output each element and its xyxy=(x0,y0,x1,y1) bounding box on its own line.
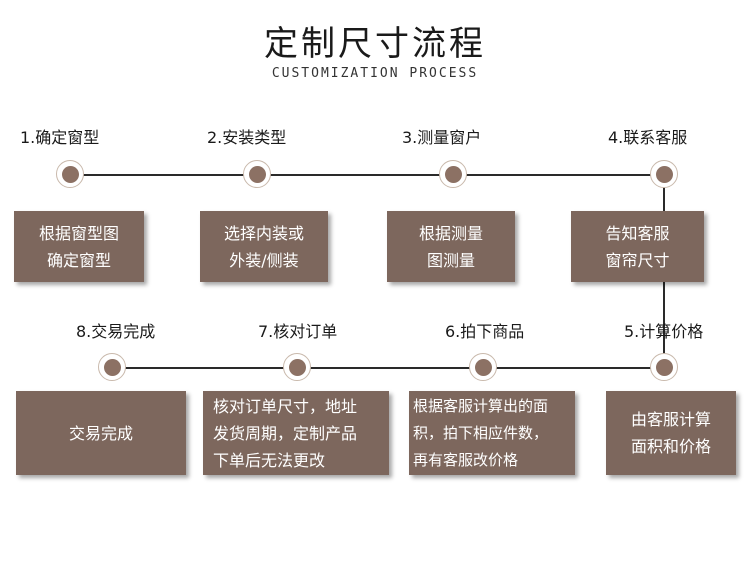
step-6-desc: 根据客服计算出的面 积，拍下相应件数， 再有客服改价格 xyxy=(413,396,549,469)
step-4-node xyxy=(650,160,678,188)
step-6-label: 6.拍下商品 xyxy=(445,322,525,341)
step-1-label: 1.确定窗型 xyxy=(20,128,100,147)
step-7-box: 核对订单尺寸，地址 发货周期，定制产品 下单后无法更改 xyxy=(203,391,389,475)
step-dot xyxy=(248,165,266,183)
step-7-node xyxy=(283,353,311,381)
timeline-bottom xyxy=(112,367,664,369)
step-2-desc: 选择内装或 外装/侧装 xyxy=(223,223,304,270)
step-8-box: 交易完成 xyxy=(16,391,186,475)
step-1-box: 根据窗型图 确定窗型 xyxy=(14,211,144,282)
step-2-label: 2.安装类型 xyxy=(207,128,287,147)
step-5-node xyxy=(650,353,678,381)
step-7-desc: 核对订单尺寸，地址 发货周期，定制产品 下单后无法更改 xyxy=(213,396,358,470)
step-8-label: 8.交易完成 xyxy=(76,322,156,341)
step-8-node xyxy=(98,353,126,381)
step-4-label: 4.联系客服 xyxy=(608,128,688,147)
step-5-label: 5.计算价格 xyxy=(624,322,704,341)
timeline-top xyxy=(70,174,664,176)
step-4-desc: 告知客服 窗帘尺寸 xyxy=(605,223,670,270)
step-dot xyxy=(288,358,306,376)
step-2-box: 选择内装或 外装/侧装 xyxy=(200,211,328,282)
step-dot xyxy=(444,165,462,183)
page-title: 定制尺寸流程 xyxy=(264,24,486,64)
step-3-label: 3.测量窗户 xyxy=(402,128,482,147)
step-5-desc: 由客服计算 面积和价格 xyxy=(630,410,711,456)
step-dot xyxy=(474,358,492,376)
step-5-box: 由客服计算 面积和价格 xyxy=(606,391,736,475)
step-3-desc: 根据测量 图测量 xyxy=(418,223,483,270)
step-dot xyxy=(655,358,673,376)
step-1-node xyxy=(56,160,84,188)
step-2-node xyxy=(243,160,271,188)
step-dot xyxy=(103,358,121,376)
step-6-node xyxy=(469,353,497,381)
step-dot xyxy=(61,165,79,183)
step-8-desc: 交易完成 xyxy=(68,423,133,443)
step-3-node xyxy=(439,160,467,188)
step-4-box: 告知客服 窗帘尺寸 xyxy=(571,211,704,282)
step-6-box: 根据客服计算出的面 积，拍下相应件数， 再有客服改价格 xyxy=(409,391,575,475)
page-subtitle: CUSTOMIZATION PROCESS xyxy=(271,66,479,81)
step-3-box: 根据测量 图测量 xyxy=(387,211,515,282)
step-dot xyxy=(655,165,673,183)
step-1-desc: 根据窗型图 确定窗型 xyxy=(38,223,119,270)
step-7-label: 7.核对订单 xyxy=(258,322,338,341)
